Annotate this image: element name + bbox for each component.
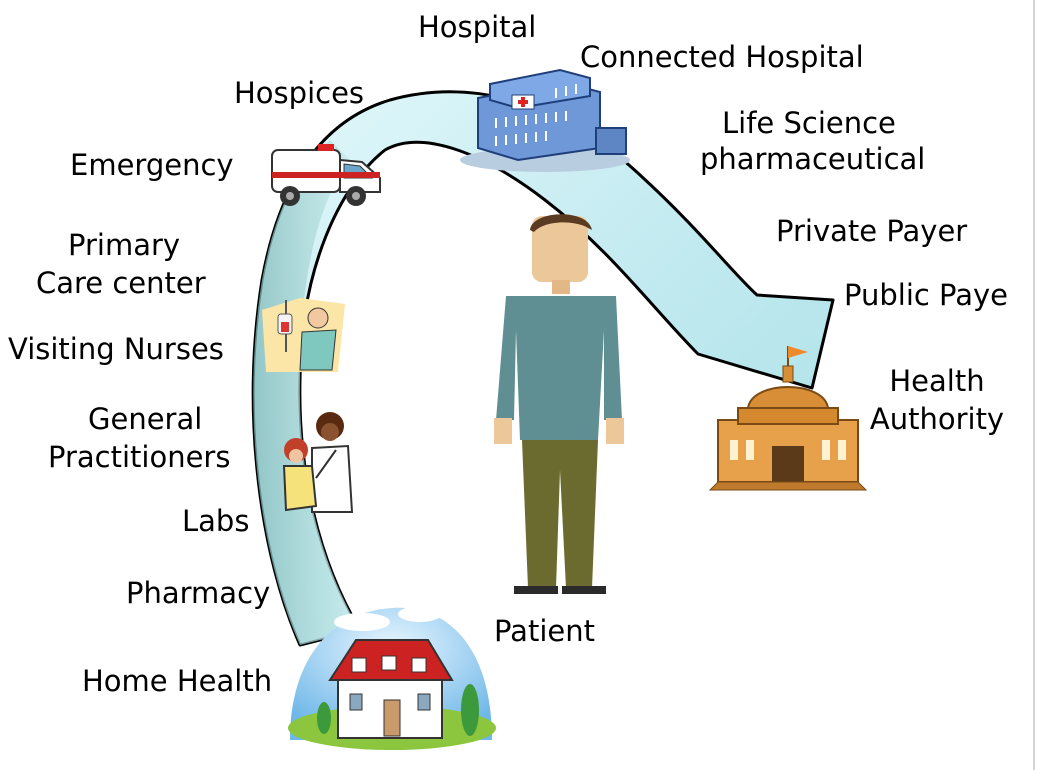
label-patient: Patient xyxy=(494,614,595,648)
nurse-icon xyxy=(262,298,345,372)
label-health: Health xyxy=(889,364,985,398)
label-pharmacy: Pharmacy xyxy=(126,576,271,610)
label-primary: Primary xyxy=(68,228,181,262)
care-path-band xyxy=(253,140,360,645)
right-border-rule xyxy=(1033,0,1035,770)
government-building-icon xyxy=(708,346,868,491)
doctor-child-icon xyxy=(282,412,354,513)
label-life-science: Life Science xyxy=(722,106,896,140)
label-emergency: Emergency xyxy=(70,148,234,182)
label-connected-hospital: Connected Hospital xyxy=(580,40,864,74)
label-authority: Authority xyxy=(869,402,1005,436)
label-pharmaceutical: pharmaceutical xyxy=(700,142,926,176)
label-general: General xyxy=(88,402,203,436)
label-hospices: Hospices xyxy=(234,76,365,110)
label-hospital: Hospital xyxy=(418,10,537,44)
ambulance-icon xyxy=(271,144,381,206)
label-public-payer: Public Paye xyxy=(844,278,1009,312)
patient-figure-icon xyxy=(494,214,624,594)
label-home-health: Home Health xyxy=(82,664,273,698)
hospital-building-icon xyxy=(460,68,630,172)
label-private-payer: Private Payer xyxy=(776,214,968,248)
label-visiting-nurses: Visiting Nurses xyxy=(8,332,224,366)
label-labs: Labs xyxy=(182,504,250,538)
house-icon xyxy=(288,606,496,750)
label-practitioners: Practitioners xyxy=(48,440,231,474)
label-care-center: Care center xyxy=(36,266,206,300)
